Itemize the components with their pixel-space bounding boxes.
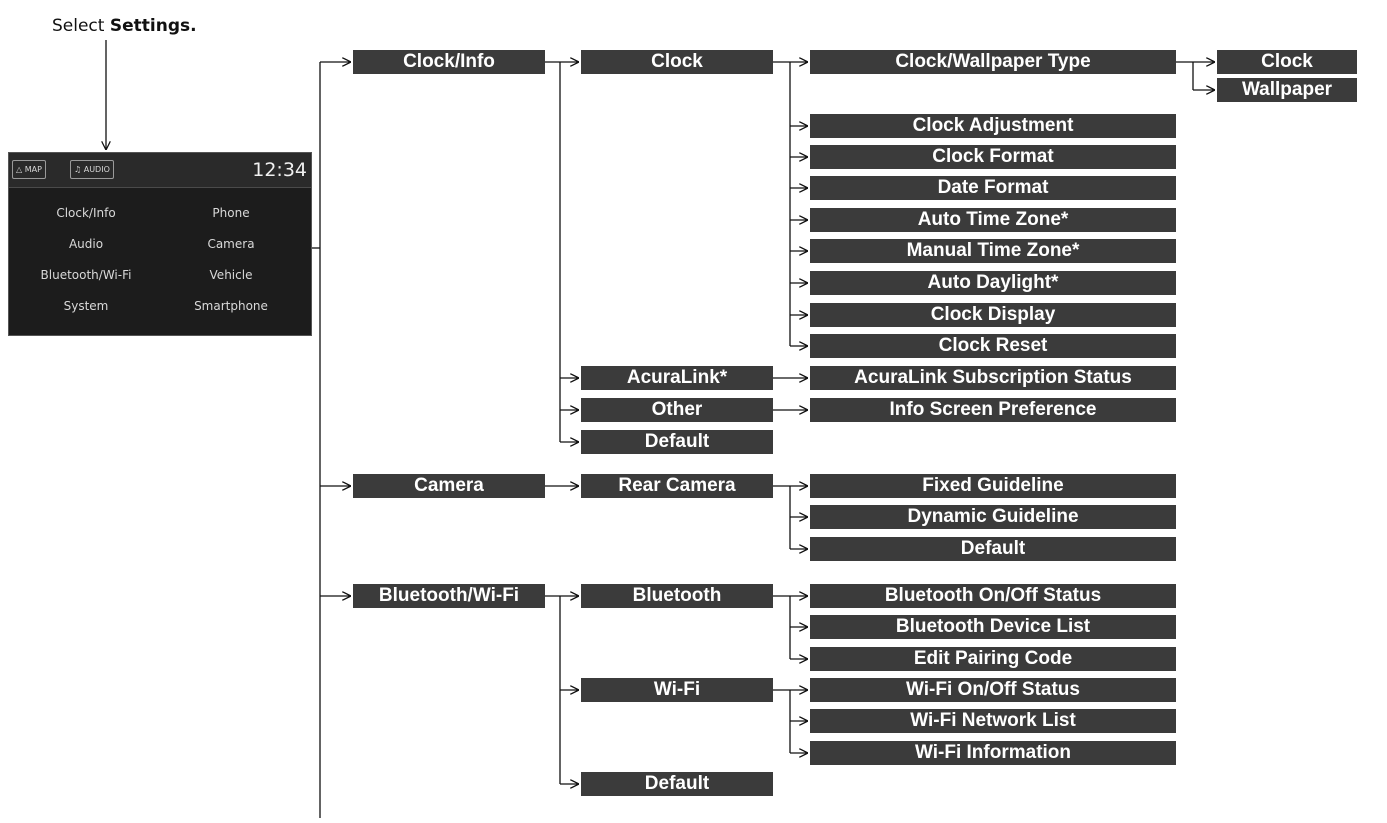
box-dynamic-guideline: Dynamic Guideline bbox=[810, 505, 1176, 529]
box-clock-wallpaper-type: Clock/Wallpaper Type bbox=[810, 50, 1176, 74]
box-clock-adjustment: Clock Adjustment bbox=[810, 114, 1176, 138]
box-wifi-information: Wi-Fi Information bbox=[810, 741, 1176, 765]
box-bluetooth-wifi-default: Default bbox=[581, 772, 773, 796]
box-bluetooth: Bluetooth bbox=[581, 584, 773, 608]
audio-button[interactable]: ♫ AUDIO bbox=[70, 160, 114, 179]
box-wifi-network-list: Wi-Fi Network List bbox=[810, 709, 1176, 733]
screen-top-bar: △ MAP ♫ AUDIO 12:34 bbox=[9, 153, 311, 188]
box-option-clock: Clock bbox=[1217, 50, 1357, 74]
audio-button-label: AUDIO bbox=[83, 165, 110, 174]
box-auto-time-zone: Auto Time Zone* bbox=[810, 208, 1176, 232]
box-clock-reset: Clock Reset bbox=[810, 334, 1176, 358]
menu-item-bluetooth-wifi[interactable]: Bluetooth/Wi-Fi bbox=[40, 268, 132, 282]
box-other: Other bbox=[581, 398, 773, 422]
box-date-format: Date Format bbox=[810, 176, 1176, 200]
box-camera: Camera bbox=[353, 474, 545, 498]
map-button-label: MAP bbox=[24, 165, 42, 174]
box-acuralink-subscription-status: AcuraLink Subscription Status bbox=[810, 366, 1176, 390]
instruction-text: Select Settings. bbox=[52, 16, 197, 36]
menu-item-smartphone[interactable]: Smartphone bbox=[194, 299, 268, 313]
box-clock-info-default: Default bbox=[581, 430, 773, 454]
box-rear-camera-default: Default bbox=[810, 537, 1176, 561]
box-option-wallpaper: Wallpaper bbox=[1217, 78, 1357, 102]
box-clock: Clock bbox=[581, 50, 773, 74]
menu-item-camera[interactable]: Camera bbox=[207, 237, 255, 251]
box-clock-info: Clock/Info bbox=[353, 50, 545, 74]
box-edit-pairing-code: Edit Pairing Code bbox=[810, 647, 1176, 671]
box-bluetooth-wifi: Bluetooth/Wi-Fi bbox=[353, 584, 545, 608]
menu-item-audio[interactable]: Audio bbox=[68, 237, 104, 251]
box-wifi-on-off-status: Wi-Fi On/Off Status bbox=[810, 678, 1176, 702]
menu-item-phone[interactable]: Phone bbox=[212, 206, 250, 220]
instruction-prefix: Select bbox=[52, 16, 110, 36]
box-bluetooth-device-list: Bluetooth Device List bbox=[810, 615, 1176, 639]
menu-item-clock-info[interactable]: Clock/Info bbox=[56, 206, 116, 220]
box-auto-daylight: Auto Daylight* bbox=[810, 271, 1176, 295]
box-clock-display: Clock Display bbox=[810, 303, 1176, 327]
instruction-settings: Settings. bbox=[109, 16, 197, 36]
settings-screen: △ MAP ♫ AUDIO 12:34 Clock/Info Phone Aud… bbox=[8, 152, 312, 336]
box-clock-format: Clock Format bbox=[810, 145, 1176, 169]
menu-item-system[interactable]: System bbox=[63, 299, 109, 313]
box-manual-time-zone: Manual Time Zone* bbox=[810, 239, 1176, 263]
map-button[interactable]: △ MAP bbox=[12, 160, 46, 179]
box-wifi: Wi-Fi bbox=[581, 678, 773, 702]
box-info-screen-preference: Info Screen Preference bbox=[810, 398, 1176, 422]
box-acuralink: AcuraLink* bbox=[581, 366, 773, 390]
box-fixed-guideline: Fixed Guideline bbox=[810, 474, 1176, 498]
box-rear-camera: Rear Camera bbox=[581, 474, 773, 498]
menu-item-vehicle[interactable]: Vehicle bbox=[209, 268, 253, 282]
box-bluetooth-on-off-status: Bluetooth On/Off Status bbox=[810, 584, 1176, 608]
screen-clock: 12:34 bbox=[252, 159, 307, 181]
